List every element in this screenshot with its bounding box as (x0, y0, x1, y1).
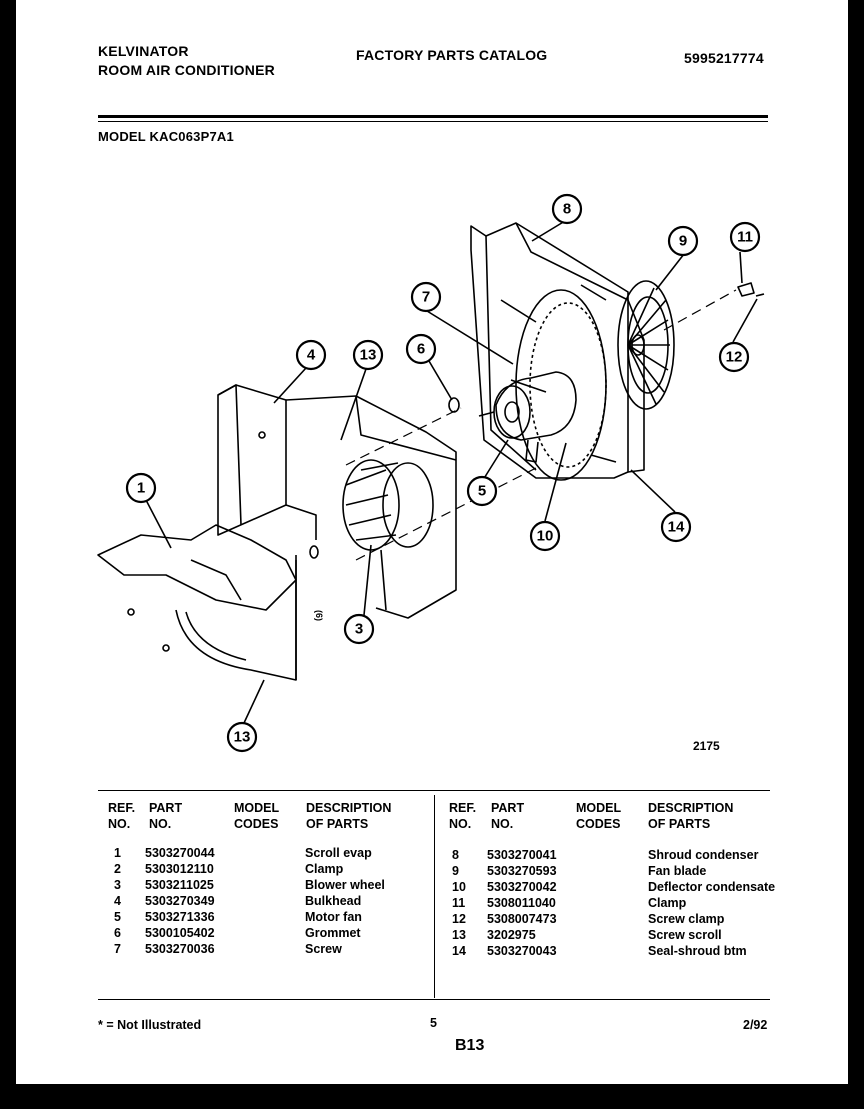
callout-13-bottom: 13 (226, 721, 258, 753)
svg-text:14: 14 (668, 519, 685, 536)
page-number: 5 (430, 1016, 437, 1030)
model-number: KAC063P7A1 (149, 129, 234, 144)
svg-text:5: 5 (478, 483, 486, 500)
svg-text:10: 10 (537, 528, 554, 545)
bulkhead-drawing (217, 384, 457, 619)
callout-8: 8 (551, 193, 583, 225)
table-top-rule (98, 790, 770, 791)
svg-text:12: 12 (726, 349, 743, 366)
section-code: B13 (455, 1037, 485, 1054)
callout-9: 9 (667, 225, 699, 257)
not-illustrated-note: * = Not Illustrated (98, 1018, 202, 1032)
brand-name: KELVINATOR (98, 43, 189, 59)
model-label: MODEL (98, 129, 146, 144)
svg-text:6: 6 (417, 341, 425, 358)
callout-6: 6 (405, 333, 437, 365)
svg-text:11: 11 (737, 229, 753, 246)
svg-text:1: 1 (137, 480, 145, 497)
table-row-ref: 1 (114, 846, 121, 860)
shroud-condenser-drawing (470, 222, 645, 481)
col-model: MODEL (234, 801, 280, 815)
svg-text:4: 4 (307, 347, 316, 364)
svg-text:9: 9 (679, 233, 687, 250)
callout-12: 12 (718, 341, 750, 373)
blower-wheel-drawing (342, 459, 434, 611)
grommet-label: (6) (314, 610, 324, 621)
small-parts-drawing (309, 282, 765, 559)
assembly-lines (345, 289, 737, 561)
callout-14: 14 (660, 511, 692, 543)
scroll-evap-drawing (97, 524, 297, 681)
callout-1: 1 (125, 472, 157, 504)
callout-10: 10 (529, 520, 561, 552)
callout-13-top: 13 (352, 339, 384, 371)
callout-11: 11 (729, 221, 761, 253)
svg-text:7: 7 (422, 289, 430, 306)
exploded-parts-diagram: 1 4 13 7 6 8 9 11 12 5 10 14 3 13 (6) 21… (97, 193, 765, 753)
col-part: PART (149, 801, 183, 815)
header-rule-thick (98, 115, 768, 118)
revision-date: 2/92 (743, 1018, 768, 1032)
col-ref: REF. (108, 801, 136, 815)
product-line: ROOM AIR CONDITIONER (98, 62, 275, 78)
svg-text:13: 13 (234, 729, 251, 746)
fan-blade-drawing (617, 280, 675, 410)
leader-lines (145, 220, 758, 724)
callout-3: 3 (343, 613, 375, 645)
table-bottom-rule (98, 999, 770, 1000)
svg-text:13: 13 (360, 347, 377, 364)
svg-text:8: 8 (563, 201, 571, 218)
callout-7: 7 (410, 281, 442, 313)
figure-number: 2175 (693, 739, 720, 753)
motor-fan-drawing (478, 371, 577, 463)
table-row-desc: Scroll evap (305, 846, 372, 860)
catalog-number: 5995217774 (684, 50, 764, 66)
callout-4: 4 (295, 339, 327, 371)
svg-text:3: 3 (355, 621, 363, 638)
col-description: DESCRIPTION (306, 801, 392, 815)
table-divider (434, 795, 435, 998)
model-line: MODEL KAC063P7A1 (98, 128, 234, 145)
callout-5: 5 (466, 475, 498, 507)
header-rule-thin (98, 121, 768, 122)
catalog-title: FACTORY PARTS CATALOG (356, 47, 548, 63)
table-row-part: 5303270044 (145, 846, 215, 860)
catalog-page: KELVINATOR ROOM AIR CONDITIONER FACTORY … (16, 0, 848, 1084)
